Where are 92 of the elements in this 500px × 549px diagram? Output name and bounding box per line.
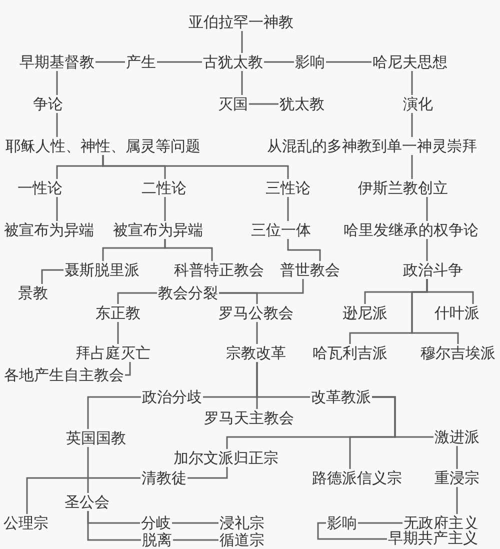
node-label: 亚伯拉罕一神教 <box>188 13 294 31</box>
node-label: 景教 <box>17 284 49 302</box>
connector-line <box>411 71 413 95</box>
connector-line <box>26 477 140 514</box>
connector-line <box>456 487 458 514</box>
connector-line <box>125 362 131 376</box>
connector-line <box>56 113 58 137</box>
node-label: 一性论 <box>16 179 64 197</box>
connector-line <box>256 362 258 409</box>
connector-line <box>173 539 218 541</box>
node-label: 循道宗 <box>218 531 266 549</box>
node-label: 哈尼夫思想 <box>372 53 448 71</box>
node-label: 宗教改革 <box>225 344 287 362</box>
node-label: 早期共产主义 <box>387 529 479 547</box>
connector-line <box>456 446 458 469</box>
node-label: 灭国 <box>217 95 249 113</box>
connector-line <box>317 522 387 540</box>
node-label: 从混乱的多神教到单一神灵崇拜 <box>266 137 478 155</box>
connector-line <box>411 155 413 179</box>
connector-line <box>411 279 459 344</box>
node-label: 教会分裂 <box>157 284 219 302</box>
node-label: 政治斗争 <box>402 261 464 279</box>
connector-line <box>102 155 289 179</box>
node-label: 浸礼宗 <box>218 514 266 532</box>
node-label: 激进派 <box>434 428 480 446</box>
node-label: 拜占庭灭亡 <box>74 344 152 362</box>
node-label: 犹太教 <box>278 95 326 113</box>
node-label: 被宣布为异端 <box>3 221 95 239</box>
connector-line <box>87 511 141 541</box>
node-label: 演化 <box>402 95 434 113</box>
connector-line <box>326 61 372 63</box>
node-label: 清教徒 <box>140 469 188 487</box>
node-label: 什叶派 <box>434 304 480 322</box>
node-label: 改革教派 <box>310 388 372 406</box>
connector-line <box>172 522 218 524</box>
connector-line <box>117 322 119 344</box>
connector-line <box>87 447 89 493</box>
connector-line <box>358 522 402 524</box>
node-label: 重浸宗 <box>434 469 480 487</box>
node-label: 影响 <box>326 514 358 532</box>
connector-line <box>188 467 228 479</box>
node-label: 东正教 <box>94 304 142 322</box>
connector-line <box>157 61 202 63</box>
node-label: 分岐 <box>140 514 172 532</box>
node-label: 路德派信义宗 <box>311 469 403 487</box>
connector-line <box>96 61 125 63</box>
node-label: 哈里发继承的权争论 <box>342 221 480 239</box>
node-label: 罗马公教会 <box>218 304 294 322</box>
connector-line <box>219 292 258 304</box>
node-label: 圣公会 <box>64 493 110 511</box>
node-label: 穆尔吉埃派 <box>420 344 496 362</box>
node-label: 英国国教 <box>65 429 127 447</box>
node-label: 古犹太教 <box>202 53 264 71</box>
connector-line <box>426 239 428 261</box>
node-label: 产生 <box>125 53 157 71</box>
connector-line <box>411 113 413 137</box>
node-label: 逊尼派 <box>342 304 388 322</box>
node-label: 早期基督教 <box>18 53 96 71</box>
node-label: 各地产生自主教会 <box>3 366 125 384</box>
connector-line <box>41 269 64 284</box>
connector-line <box>164 197 166 221</box>
node-label: 聂斯脱里派 <box>64 261 140 279</box>
connector-line <box>164 239 213 261</box>
connector-line <box>241 71 243 95</box>
node-label: 加尔文派归正宗 <box>172 449 280 467</box>
node-label: 政治分歧 <box>141 388 203 406</box>
connector-line <box>117 292 157 304</box>
connector-line <box>241 31 243 53</box>
node-label: 三位一体 <box>250 221 312 239</box>
connector-line <box>56 71 58 95</box>
node-label: 二性论 <box>140 179 188 197</box>
node-label: 三性论 <box>264 179 312 197</box>
node-label: 普世教会 <box>279 261 341 279</box>
node-label: 耶稣人性、神性、属灵等问题 <box>4 137 202 155</box>
node-label: 脱离 <box>141 531 173 549</box>
node-label: 争论 <box>32 95 64 113</box>
connector-line <box>426 197 428 221</box>
connector-line <box>56 197 58 221</box>
node-label: 公理宗 <box>2 514 50 532</box>
connector-line <box>349 396 396 469</box>
connector-line <box>87 396 141 429</box>
node-label: 科普特正教会 <box>173 261 265 279</box>
connector-line <box>256 322 258 344</box>
node-label: 伊斯兰教创立 <box>357 179 449 197</box>
node-label: 哈瓦利吉派 <box>312 344 388 362</box>
connector-line <box>249 103 278 105</box>
connector-line <box>287 239 321 261</box>
connector-line <box>287 197 289 221</box>
node-label: 影响 <box>294 53 326 71</box>
node-label: 罗马天主教会 <box>203 409 295 427</box>
connector-line <box>264 61 294 63</box>
node-label: 被宣布为异端 <box>112 221 204 239</box>
